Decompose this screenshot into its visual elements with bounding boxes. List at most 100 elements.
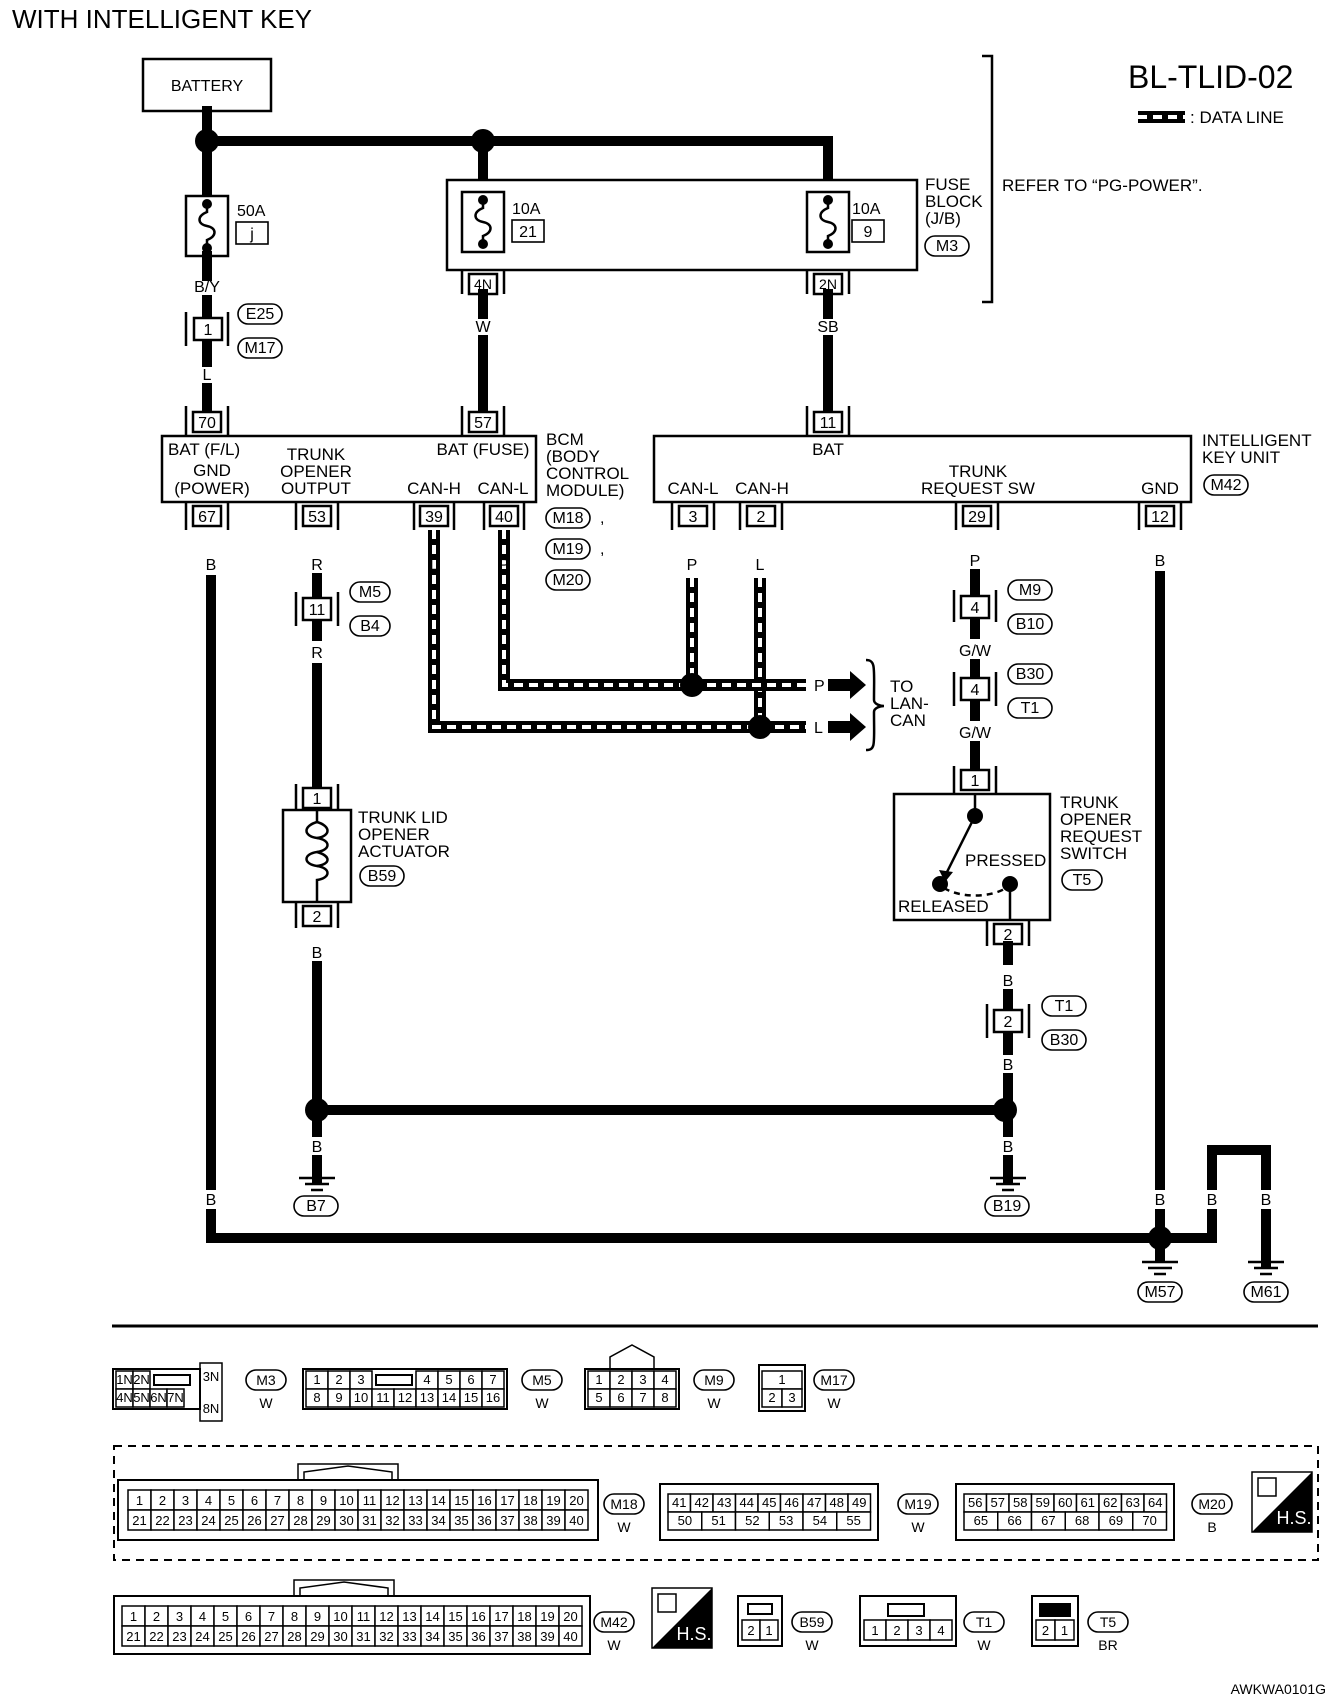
hs-icon-glyph <box>657 1593 677 1613</box>
fuse-50a: 50A j <box>184 194 269 258</box>
svg-text:j: j <box>249 226 254 243</box>
wire-b-actuator: B <box>312 945 323 962</box>
face-m18-pin: 21 <box>132 1513 146 1528</box>
face-m18-pin: 23 <box>178 1513 192 1528</box>
hs-icon-glyph <box>1257 1477 1277 1497</box>
splice-can-h <box>748 715 772 739</box>
hs-icon-fill <box>652 1588 712 1648</box>
svg-text:11: 11 <box>820 415 837 432</box>
face-m5-cavity <box>481 1388 505 1408</box>
fuse-block-label-3: (J/B) <box>925 209 961 228</box>
face-m42-pin: 12 <box>379 1609 393 1624</box>
face-m42-pin: 25 <box>218 1629 232 1644</box>
face-m5-lock <box>375 1374 413 1386</box>
svg-text:SWITCH: SWITCH <box>1060 844 1127 863</box>
face-m42-pin: 33 <box>402 1629 416 1644</box>
svg-text:2: 2 <box>313 909 322 926</box>
face-m42-pin: 9 <box>314 1609 321 1624</box>
bcm-can-l: CAN-L <box>477 479 528 498</box>
iku-gnd: GND <box>1141 479 1179 498</box>
face-m18-pin: 13 <box>408 1493 422 1508</box>
iku-pin-3 <box>677 504 709 528</box>
bcm-trunk-output-2: OPENER <box>280 462 352 481</box>
face-b59-housing <box>737 1595 783 1647</box>
face-m42-pin: 5 <box>222 1609 229 1624</box>
face-t1-badge <box>963 1611 1005 1633</box>
wire-b-switch-2: B <box>1003 1057 1014 1074</box>
battery-label: BATTERY <box>171 78 244 95</box>
inline-connector-e25-m17: 1 E25 M17 <box>184 303 283 359</box>
face-m20-badge <box>1191 1493 1233 1515</box>
svg-text:4: 4 <box>971 682 980 699</box>
iku-trunk-req-2: REQUEST SW <box>921 479 1035 498</box>
face-m19-pin: 44 <box>740 1495 754 1510</box>
face-m19-pin: 53 <box>779 1513 793 1528</box>
bcm-gnd-2: (POWER) <box>174 479 250 498</box>
bcm-trunk-output: TRUNK <box>287 445 346 464</box>
face-m19-pin: 48 <box>830 1495 844 1510</box>
face-m19-cavity <box>836 1511 872 1531</box>
face-m9-pin: 2 <box>617 1372 624 1387</box>
face-m18-pin: 35 <box>454 1513 468 1528</box>
face-m42-pin: 17 <box>494 1609 508 1624</box>
face-m20-pin: 69 <box>1109 1513 1123 1528</box>
fuse-block-conn-label: M3 <box>936 238 958 255</box>
face-m18-pin: 25 <box>224 1513 238 1528</box>
face-t1-cavity <box>929 1619 953 1641</box>
face-m3-pin: 7N <box>167 1390 184 1405</box>
face-m42-pin: 18 <box>517 1609 531 1624</box>
svg-text:M42: M42 <box>1210 477 1241 494</box>
face-m18-pin: 37 <box>500 1513 514 1528</box>
battery-box <box>141 57 273 113</box>
iku-label: INTELLIGENT <box>1202 431 1312 450</box>
fuse-block-label: FUSE <box>925 175 970 194</box>
iku-can-l: CAN-L <box>667 479 718 498</box>
face-m18-pin: 40 <box>569 1513 583 1528</box>
svg-text:2: 2 <box>1004 1014 1013 1031</box>
bcm-pin-40 <box>488 504 520 528</box>
bcm-box <box>160 434 538 504</box>
face-m42-pin: 8 <box>291 1609 298 1624</box>
fuse-block-conn <box>924 235 970 257</box>
bcm-pin-39 <box>418 504 450 528</box>
face-m5-pin: 1 <box>313 1372 320 1387</box>
face-m42-cavity <box>558 1625 583 1647</box>
face-m17-color: W <box>827 1395 841 1411</box>
face-m18-pin: 16 <box>477 1493 491 1508</box>
face-t5-lock <box>1039 1603 1071 1617</box>
splice-bus <box>471 129 495 153</box>
face-m42-pin: 6 <box>245 1609 252 1624</box>
iku-box <box>652 434 1193 504</box>
face-m42-pin: 28 <box>287 1629 301 1644</box>
face-m18-pin: 12 <box>385 1493 399 1508</box>
inline-connector-b30-t1: 4 B30 T1 <box>952 663 1053 719</box>
face-m18-pin: 32 <box>385 1513 399 1528</box>
wire-sb: SB <box>817 319 838 336</box>
face-m20-pin: 65 <box>974 1513 988 1528</box>
svg-text:B10: B10 <box>1016 616 1045 633</box>
face-m17-pin: 2 <box>768 1390 775 1405</box>
face-m3-pin: 2N <box>133 1372 150 1387</box>
svg-text:M9: M9 <box>1019 582 1041 599</box>
face-t1-id: T1 <box>976 1614 993 1630</box>
svg-text:70: 70 <box>198 415 216 432</box>
iku-pin-2 <box>745 504 777 528</box>
face-m19-pin: 43 <box>717 1495 731 1510</box>
trunk-opener-request-switch: 1 PRESSED RELEASED 2 TRUNK OPENER REQUES… <box>892 766 1142 946</box>
face-m20-id: M20 <box>1198 1496 1225 1512</box>
svg-text:ACTUATOR: ACTUATOR <box>358 842 450 861</box>
face-m42-pin: 3 <box>176 1609 183 1624</box>
wire-b-b19: B <box>1003 1139 1014 1156</box>
face-m5-pin: 11 <box>376 1390 390 1405</box>
lan-label: TO <box>890 677 913 696</box>
face-m9-pin: 8 <box>661 1390 668 1405</box>
face-m18-pin: 6 <box>251 1493 258 1508</box>
face-m42-pin: 22 <box>149 1629 163 1644</box>
face-m19-housing <box>659 1483 879 1541</box>
face-m19-pin: 46 <box>785 1495 799 1510</box>
bcm-pin-53 <box>301 504 333 528</box>
face-t1-pin: 4 <box>937 1623 944 1638</box>
face-m42-pin: 4 <box>199 1609 206 1624</box>
arrow-l <box>828 713 866 741</box>
face-m9-color: W <box>707 1395 721 1411</box>
